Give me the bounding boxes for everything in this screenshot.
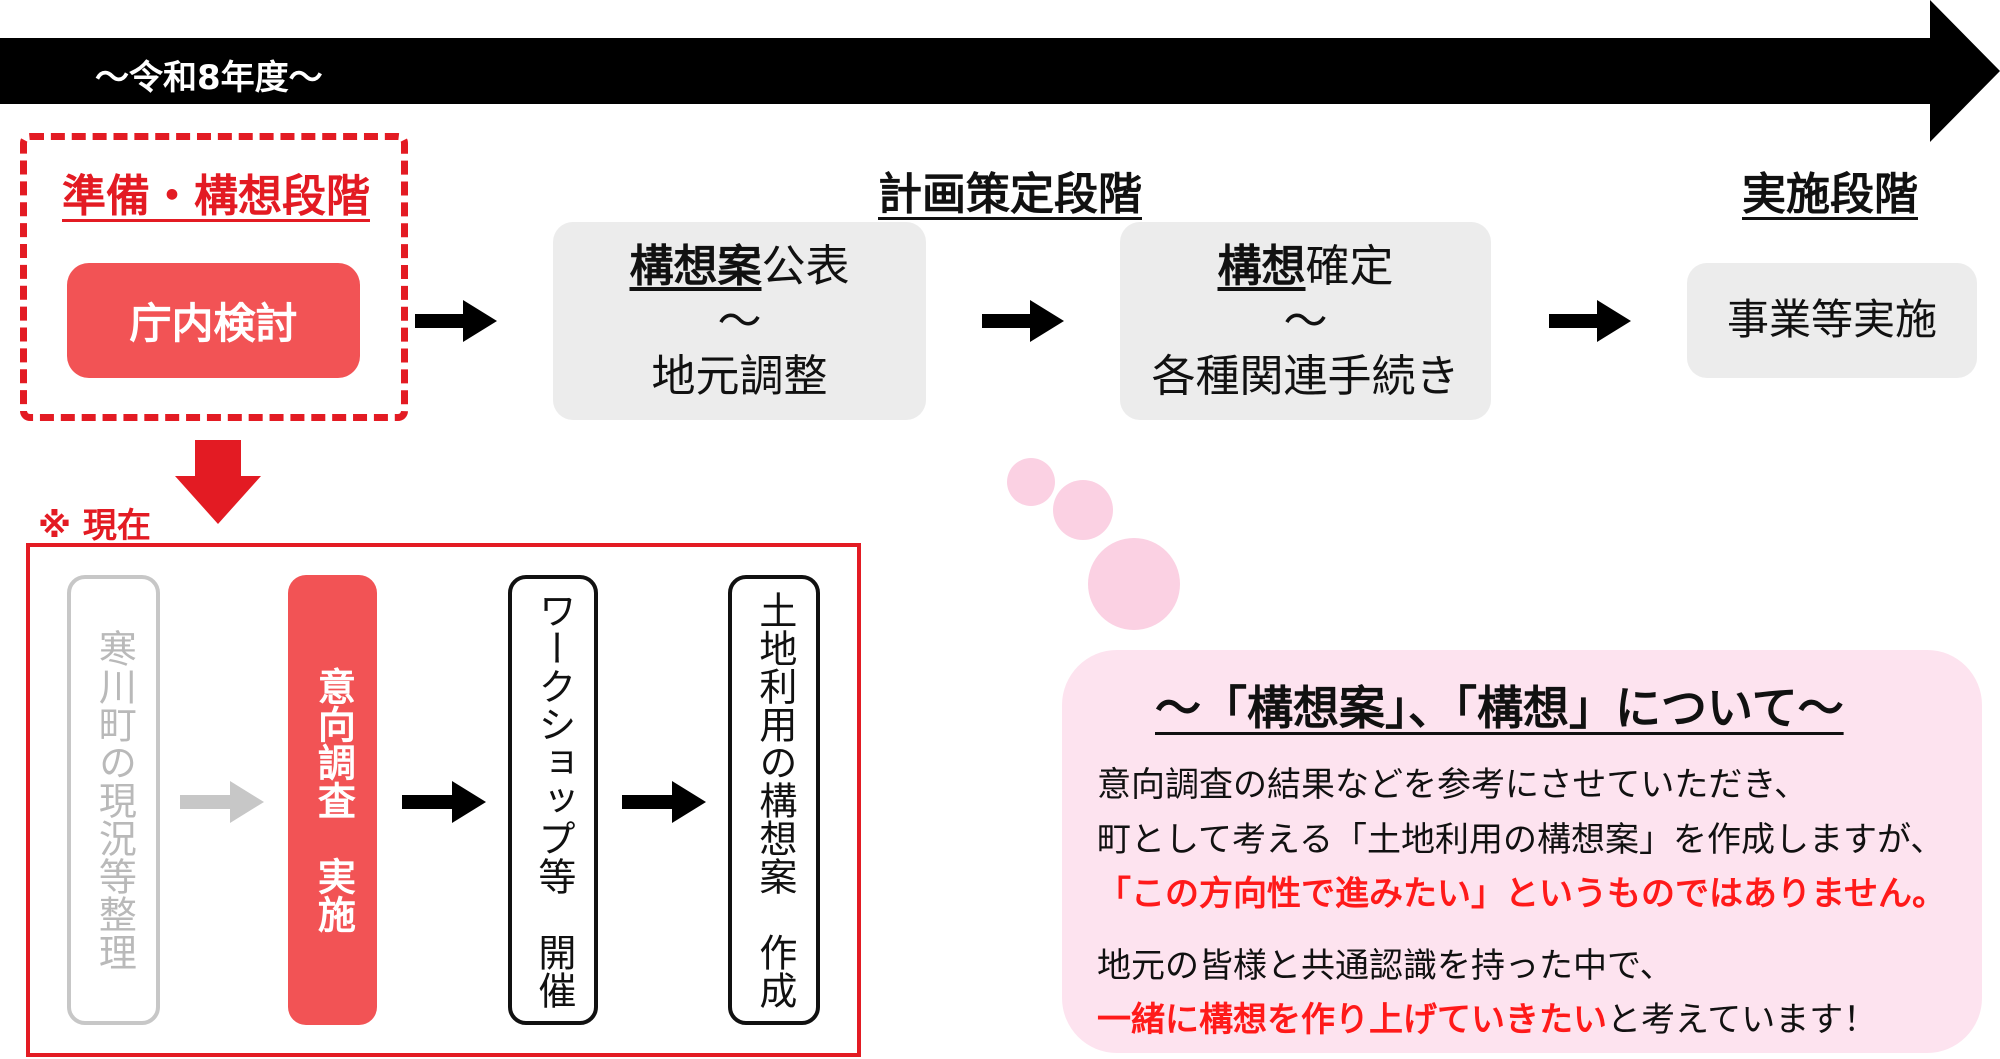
current-down-arrow bbox=[175, 440, 261, 524]
stage-title-prep: 準備・構想段階 bbox=[62, 171, 370, 222]
current-steps-frame bbox=[26, 543, 861, 1057]
plan-step-1-underlined: 構想案 bbox=[629, 240, 762, 292]
plan-step-2-tilde: ～ bbox=[1283, 295, 1328, 347]
plan-step-box-1: 構想案公表 ～ 地元調整 bbox=[553, 222, 926, 420]
plan-step-2-rest: 確定 bbox=[1305, 240, 1394, 292]
note-bubble bbox=[1062, 650, 1982, 1053]
thought-dot-medium bbox=[1053, 480, 1113, 540]
current-step-4-text: 土地利用の構想案 作成 bbox=[752, 591, 797, 1009]
flow-arrow-2 bbox=[982, 300, 1064, 342]
note-line-1: 意向調査の結果などを参考にさせていただき、 bbox=[1097, 765, 1808, 805]
step-arrow-3 bbox=[622, 781, 706, 823]
step-arrow-2 bbox=[402, 781, 486, 823]
note-line-2: 町として考える「土地利用の構想案」を作成しますが、 bbox=[1097, 820, 1945, 860]
step-arrow-1 bbox=[180, 781, 264, 823]
plan-step-2-line3: 各種関連手続き bbox=[1151, 350, 1460, 402]
flow-arrow-3 bbox=[1549, 300, 1631, 342]
current-step-4: 土地利用の構想案 作成 bbox=[728, 575, 820, 1025]
note-line-4: 地元の皆様と共通認識を持った中で、 bbox=[1097, 946, 1674, 986]
implementation-box: 事業等実施 bbox=[1687, 263, 1977, 378]
timeline-arrow bbox=[0, 0, 2000, 142]
plan-step-1-line3: 地元調整 bbox=[651, 350, 828, 402]
current-label: ※ 現在 bbox=[38, 506, 151, 546]
plan-step-2-line1: 構想確定 bbox=[1218, 239, 1394, 294]
current-step-2: 意向調査 実施 bbox=[288, 575, 377, 1025]
thought-dot-large bbox=[1088, 538, 1180, 630]
current-step-1: 寒川町の現況等整理 bbox=[67, 575, 160, 1025]
note-line-5: 一緒に構想を作り上げていきたいと考えています！ bbox=[1097, 992, 1877, 1041]
internal-review-box: 庁内検討 bbox=[67, 263, 360, 378]
plan-step-1-line1: 構想案公表 bbox=[630, 239, 850, 294]
thought-dot-small bbox=[1007, 458, 1055, 506]
plan-step-box-2: 構想確定 ～ 各種関連手続き bbox=[1120, 222, 1491, 420]
current-step-3-text: ワークショップ等 開催 bbox=[531, 591, 576, 1009]
note-title: ～「構想案」、「構想」について～ bbox=[1155, 681, 1844, 735]
plan-step-2-underlined: 構想 bbox=[1217, 240, 1306, 292]
plan-step-1-rest: 公表 bbox=[761, 240, 850, 292]
current-step-2-text: 意向調査 実施 bbox=[311, 667, 356, 933]
flow-arrow-1 bbox=[415, 300, 497, 342]
note-line-5-emphasis: 一緒に構想を作り上げていきたい bbox=[1097, 1000, 1607, 1040]
current-step-3: ワークショップ等 開催 bbox=[508, 575, 598, 1025]
current-step-1-text: 寒川町の現況等整理 bbox=[92, 629, 137, 971]
stage-title-impl: 実施段階 bbox=[1742, 169, 1918, 220]
prep-stage-dashed-frame bbox=[20, 133, 408, 421]
stage-title-plan: 計画策定段階 bbox=[878, 169, 1142, 220]
timeline-label: ～令和8年度～ bbox=[95, 58, 323, 98]
plan-step-1-tilde: ～ bbox=[717, 295, 762, 347]
note-line-5-rest: と考えています！ bbox=[1607, 1000, 1878, 1040]
note-line-3: 「この方向性で進みたい」というものではありません。 bbox=[1097, 874, 1946, 914]
